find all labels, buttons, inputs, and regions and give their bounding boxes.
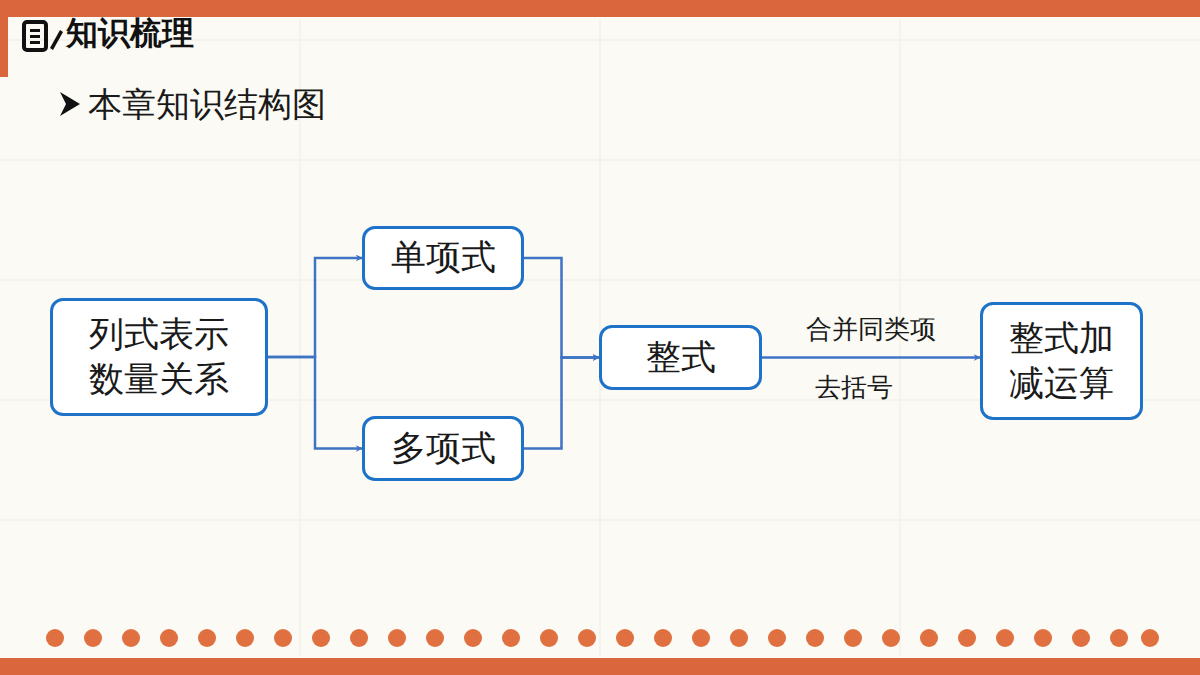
box-text: 整式 (646, 335, 716, 381)
flow-arrow (524, 258, 599, 358)
dot (464, 629, 482, 647)
bottom-band (0, 658, 1200, 675)
icon-bar (30, 29, 40, 32)
dot (692, 629, 710, 647)
edge-note: 去括号 (815, 370, 893, 405)
flow-arrow (268, 258, 362, 357)
section-heading: 本章知识结构图 (88, 82, 326, 128)
dot (996, 629, 1014, 647)
concept-box: 多项式 (362, 416, 524, 481)
dot (882, 629, 900, 647)
box-text: 单项式 (391, 235, 496, 281)
box-text: 多项式 (391, 426, 496, 472)
slide-title: 知识梳理 (66, 12, 194, 56)
edge-label: 合并同类项 (806, 312, 936, 347)
dot (844, 629, 862, 647)
dot (350, 629, 368, 647)
concept-box: 整式 (599, 325, 762, 390)
dot (768, 629, 786, 647)
dot (84, 629, 102, 647)
dot (388, 629, 406, 647)
icon-bar (30, 35, 40, 38)
dot (1072, 629, 1090, 647)
concept-box: 单项式 (362, 226, 524, 290)
dot (1141, 629, 1159, 647)
dot (540, 629, 558, 647)
box-text: 整式加 减运算 (997, 316, 1126, 407)
dot (1034, 629, 1052, 647)
dot (578, 629, 596, 647)
box-text: 列式表示 数量关系 (81, 312, 237, 403)
flow-arrow (762, 356, 980, 359)
dot (806, 629, 824, 647)
icon-pen (50, 30, 63, 50)
background-grid (0, 20, 1200, 655)
flow-arrow (268, 357, 362, 449)
icon-bar (30, 41, 40, 44)
dot (122, 629, 140, 647)
left-edge (0, 17, 8, 77)
dot (236, 629, 254, 647)
dot (920, 629, 938, 647)
dot (426, 629, 444, 647)
dot (274, 629, 292, 647)
dot (654, 629, 672, 647)
concept-box: 列式表示 数量关系 (50, 298, 268, 416)
dot (616, 629, 634, 647)
dot (160, 629, 178, 647)
flow-arrow (524, 358, 599, 449)
dot (730, 629, 748, 647)
concept-box: 整式加 减运算 (980, 302, 1143, 420)
dot (1110, 629, 1128, 647)
icon-frame (24, 22, 46, 50)
dot (312, 629, 330, 647)
bullet-arrow (60, 92, 80, 116)
dot (502, 629, 520, 647)
title-icon (24, 22, 63, 50)
dot (198, 629, 216, 647)
dot (46, 629, 64, 647)
dot (958, 629, 976, 647)
dot-row (46, 629, 1159, 647)
